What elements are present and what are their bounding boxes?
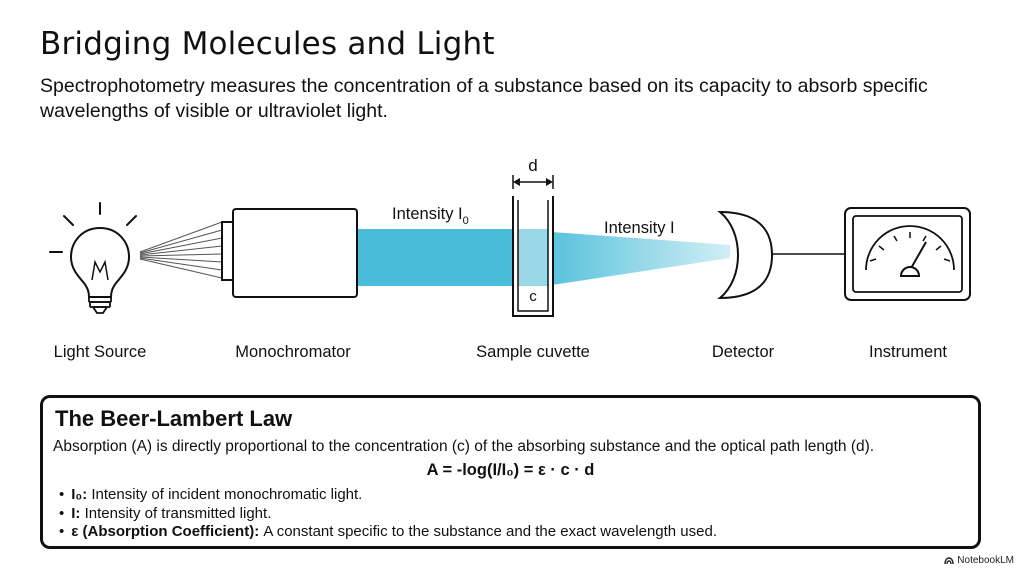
- incident-intensity-label: Intensity I0: [392, 205, 469, 227]
- brand-watermark: NotebookLM: [944, 555, 1014, 566]
- path-length-label: d: [528, 156, 537, 175]
- definition-text: Intensity of transmitted light.: [80, 504, 272, 522]
- incident-beam: [358, 229, 514, 286]
- sample-cuvette: [512, 175, 554, 317]
- label-detector: Detector: [711, 343, 775, 361]
- label-sample-cuvette: Sample cuvette: [476, 343, 590, 361]
- spectrophotometer-diagram: d c Intensity I0 Intensity I: [49, 156, 971, 317]
- transmitted-intensity-label: Intensity I: [604, 219, 675, 237]
- gauge-icon: [844, 207, 971, 301]
- label-monochromator: Monochromator: [235, 343, 351, 361]
- label-instrument: Instrument: [869, 343, 947, 361]
- brand-name: NotebookLM: [957, 555, 1014, 566]
- definition-text: Intensity of incident monochromatic ligh…: [87, 486, 363, 503]
- definition-incident: I₀: Intensity of incident monochromatic …: [59, 486, 717, 505]
- definition-term: I₀:: [71, 486, 88, 503]
- light-bulb-icon: [49, 202, 137, 314]
- incident-intensity-subscript: 0: [463, 215, 469, 227]
- page-title: Bridging Molecules and Light: [40, 26, 495, 62]
- law-description: Absorption (A) is directly proportional …: [53, 438, 875, 455]
- definition-transmitted: I: Intensity of transmitted light.: [59, 505, 717, 524]
- light-rays: [139, 221, 223, 279]
- definition-term: I:: [71, 504, 81, 522]
- label-light-source: Light Source: [53, 343, 147, 361]
- monochromator-box: [221, 208, 358, 298]
- beer-lambert-box: The Beer-Lambert Law Absorption (A) is d…: [40, 395, 981, 549]
- law-equation: A = -log(I/I₀) = ε · c · d: [426, 461, 595, 479]
- definition-coefficient: ε (Absorption Coefficient): A constant s…: [59, 523, 717, 542]
- definition-term: ε (Absorption Coefficient):: [71, 523, 260, 540]
- incident-intensity-text: Intensity I: [392, 205, 463, 223]
- detector: [717, 210, 845, 300]
- transmitted-beam: [552, 232, 730, 285]
- law-title: The Beer-Lambert Law: [55, 406, 293, 431]
- concentration-label: c: [529, 288, 537, 305]
- notebook-logo-icon: [944, 556, 954, 564]
- page-subtitle: Spectrophotometry measures the concentra…: [40, 75, 928, 122]
- definition-text: A constant specific to the substance and…: [259, 523, 717, 540]
- law-definitions: I₀: Intensity of incident monochromatic …: [59, 486, 717, 542]
